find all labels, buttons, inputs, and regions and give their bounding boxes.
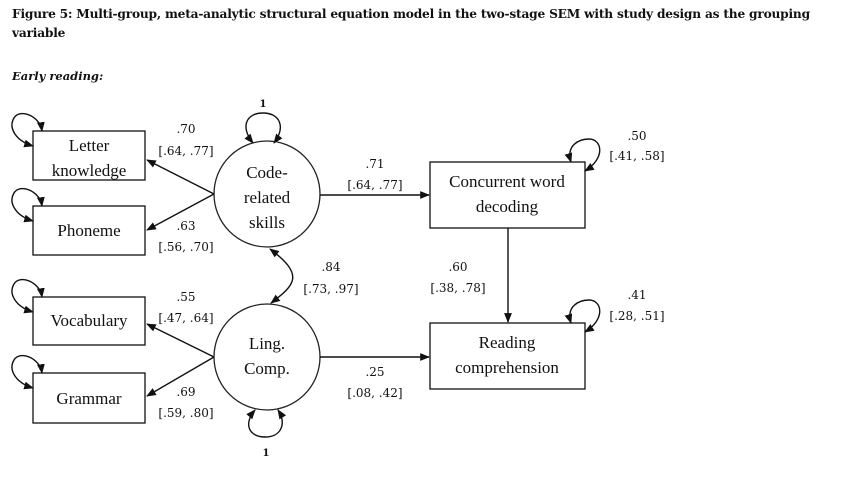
residual-loop-letter [11, 113, 45, 148]
node-label: Ling. [249, 334, 285, 353]
ci-ling-reading: [.08, .42] [347, 386, 402, 400]
node-label: related [244, 188, 291, 207]
residual-reading: .41 [627, 288, 646, 302]
path-ling-to-grammar [146, 356, 215, 397]
coef-ling-vocab: .55 [176, 290, 195, 304]
node-label: Phoneme [57, 221, 120, 240]
coef-code-letter: .70 [176, 122, 195, 136]
node-reading-comprehension: Reading comprehension [429, 322, 586, 390]
node-label: Grammar [56, 389, 121, 408]
node-vocabulary: Vocabulary [32, 296, 146, 346]
coef-decoding-reading: .60 [448, 260, 467, 274]
variance-ling: 1 [263, 448, 270, 459]
variance-loop-code [244, 112, 283, 144]
node-label: Reading [479, 333, 536, 352]
ci-covariance: [.73, .97] [303, 282, 358, 296]
ci-ling-vocab: [.47, .64] [158, 311, 213, 325]
figure-subtitle: Early reading: [12, 69, 104, 83]
path-code-to-letter [146, 159, 215, 195]
residual-loop-grammar [11, 355, 45, 390]
node-label: Concurrent word [449, 172, 565, 191]
node-label: decoding [476, 197, 539, 216]
node-label: skills [249, 213, 285, 232]
node-label: Comp. [244, 359, 290, 378]
node-letter-knowledge: Letter knowledge [32, 130, 146, 181]
ci-decoding-reading: [.38, .78] [430, 281, 485, 295]
node-label: comprehension [455, 358, 559, 377]
node-label: Letter [69, 136, 110, 155]
coef-code-phoneme: .63 [176, 219, 195, 233]
coef-ling-grammar: .69 [176, 385, 195, 399]
ci-code-phoneme: [.56, .70] [158, 240, 213, 254]
residual-loop-phoneme [11, 188, 45, 223]
node-grammar: Grammar [32, 372, 146, 424]
figure-title: Figure 5: Multi-group, meta-analytic str… [12, 7, 810, 40]
residual-ci-decoding: [.41, .58] [609, 149, 664, 163]
residual-loop-reading [564, 299, 601, 333]
residual-decoding: .50 [627, 129, 646, 143]
ci-code-decoding: [.64, .77] [347, 178, 402, 192]
path-ling-to-vocab [146, 323, 215, 358]
node-concurrent-word-decoding: Concurrent word decoding [429, 161, 586, 229]
residual-loop-vocabulary [11, 279, 45, 314]
node-phoneme: Phoneme [32, 205, 146, 256]
ci-code-letter: [.64, .77] [158, 144, 213, 158]
variance-code: 1 [260, 99, 267, 110]
coef-code-decoding: .71 [365, 157, 384, 171]
node-code-related-skills: Code- related skills [213, 140, 321, 248]
path-code-to-phoneme [146, 193, 215, 231]
residual-loop-decoding [564, 138, 601, 172]
covariance-arrow [269, 248, 294, 304]
ci-ling-grammar: [.59, .80] [158, 406, 213, 420]
node-ling-comp: Ling. Comp. [213, 303, 321, 411]
node-label: Code- [246, 163, 288, 182]
coef-covariance: .84 [321, 260, 340, 274]
variance-loop-ling [246, 409, 287, 438]
coef-ling-reading: .25 [365, 365, 384, 379]
residual-ci-reading: [.28, .51] [609, 309, 664, 323]
node-label: knowledge [52, 161, 127, 180]
node-label: Vocabulary [50, 311, 128, 330]
